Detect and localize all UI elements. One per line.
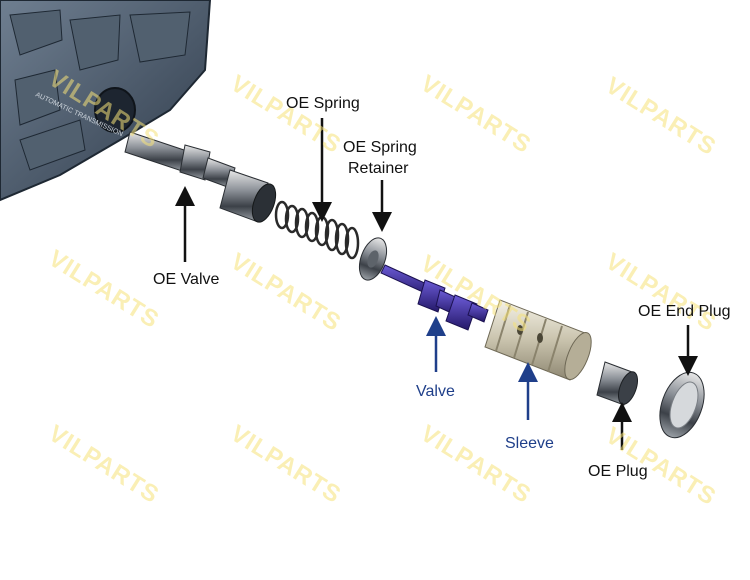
- label-valve: Valve: [416, 383, 455, 400]
- label-oe-spring-retainer-line1: OE Spring: [343, 139, 417, 156]
- new-valve-part: [380, 264, 489, 331]
- oe-spring-retainer-part: [358, 237, 388, 281]
- label-sleeve: Sleeve: [505, 435, 554, 452]
- label-oe-end-plug: OE End Plug: [638, 303, 731, 320]
- label-oe-valve: OE Valve: [153, 271, 220, 288]
- valve-body-casting: AUTOMATIC TRANSMISSION: [0, 0, 212, 202]
- oe-plug-part: [596, 361, 639, 406]
- label-oe-spring-retainer-line2: Retainer: [348, 160, 409, 177]
- label-oe-plug: OE Plug: [588, 463, 648, 480]
- sleeve-part: [484, 299, 592, 381]
- label-oe-spring: OE Spring: [286, 95, 360, 112]
- oe-spring-part: [274, 200, 360, 260]
- oe-valve-part: [124, 131, 277, 223]
- oe-end-plug-part: [659, 371, 705, 439]
